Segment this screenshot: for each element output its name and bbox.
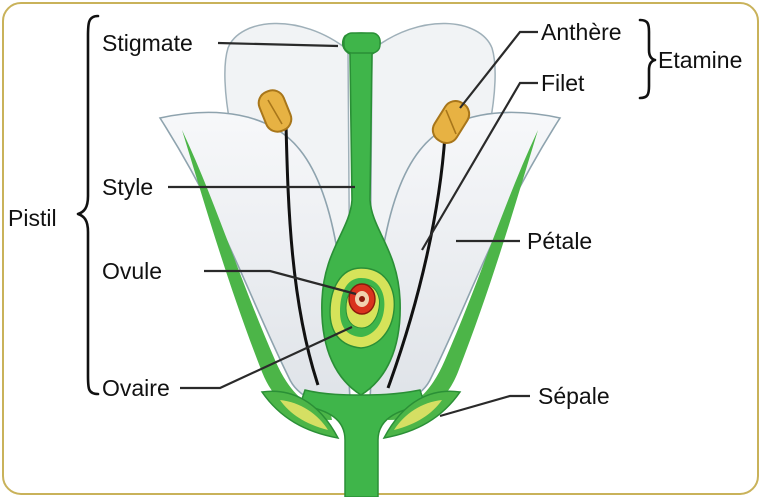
label-stigmate: Stigmate [102,30,193,56]
label-anthere: Anthère [541,19,622,45]
label-style: Style [102,174,153,200]
label-ovule: Ovule [102,258,162,284]
label-petale: Pétale [527,228,592,254]
label-pistil: Pistil [8,205,57,231]
stigma-cap [344,33,380,53]
ovule-center [359,296,365,302]
label-ovaire: Ovaire [102,375,170,401]
label-filet: Filet [541,70,585,96]
label-etamine: Etamine [658,47,742,73]
label-sepale: Sépale [538,383,610,409]
